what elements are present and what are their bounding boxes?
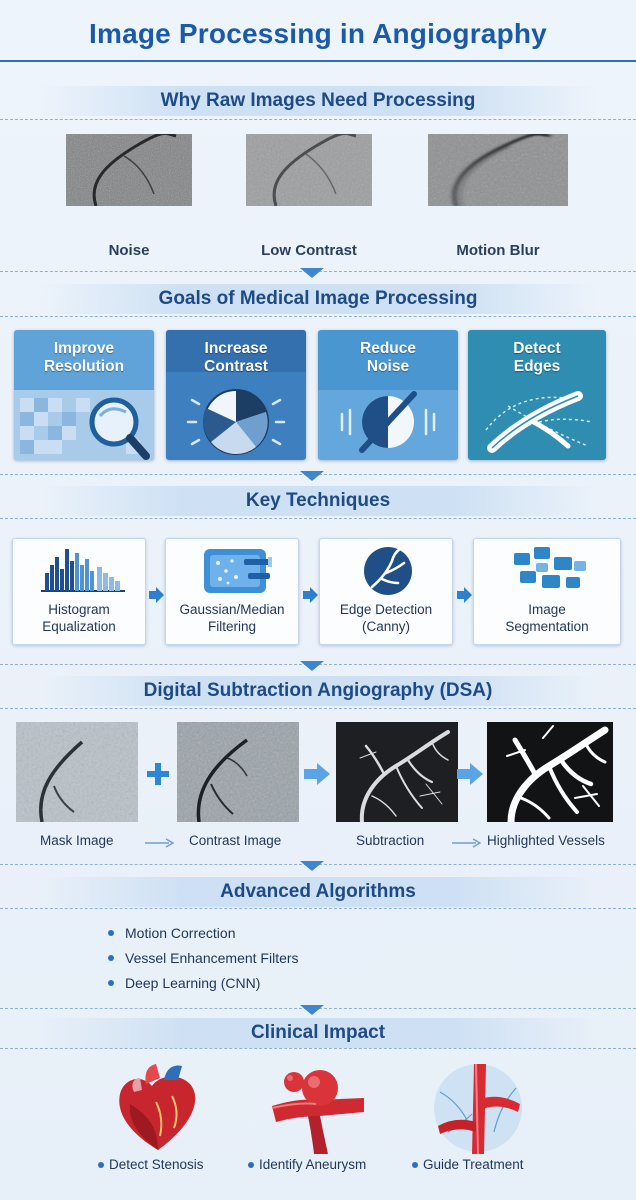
goal-label-line: Edges	[513, 358, 561, 375]
down-arrow-icon	[300, 471, 324, 481]
down-arrow-icon	[300, 661, 324, 671]
section-divider	[0, 518, 636, 519]
list-item: Vessel Enhancement Filters	[108, 949, 299, 974]
thin-right-arrow-icon	[452, 838, 481, 848]
impact-caption: Guide Treatment	[412, 1157, 524, 1172]
dsa-caption: Mask Image	[40, 833, 114, 848]
goal-label-line: Reduce	[360, 340, 416, 357]
segmentation-icon	[514, 547, 586, 588]
technique-label-line: Equalization	[42, 619, 116, 634]
section-title-techniques: Key Techniques	[245, 490, 391, 511]
section-title-raw: Why Raw Images Need Processing	[160, 90, 476, 111]
down-arrow-icon	[300, 1005, 324, 1015]
impact-caption: Detect Stenosis	[98, 1157, 204, 1172]
section-divider	[0, 908, 636, 909]
technique-label-line: Segmentation	[505, 619, 589, 634]
down-arrow-icon	[300, 268, 324, 278]
section-band	[40, 877, 596, 907]
aneurysm-icon	[271, 1070, 364, 1154]
list-item: Motion Correction	[108, 924, 299, 949]
section-divider	[0, 708, 636, 709]
dsa-caption: Highlighted Vessels	[487, 833, 605, 848]
section-title-advanced: Advanced Algorithms	[220, 881, 416, 902]
section-title-impact: Clinical Impact	[250, 1022, 386, 1043]
goal-label-line: Resolution	[43, 358, 125, 375]
section-title-dsa: Digital Subtraction Angiography (DSA)	[143, 680, 493, 701]
right-arrow-icon	[457, 763, 483, 785]
technique-label-line: Edge Detection	[339, 602, 433, 617]
heart-icon	[119, 1064, 196, 1150]
right-arrow-icon	[457, 587, 472, 603]
contrast-image	[177, 722, 299, 822]
histogram-icon	[41, 549, 125, 592]
right-arrow-icon	[149, 587, 164, 603]
artery-icon	[434, 1063, 522, 1154]
section-divider	[0, 1048, 636, 1049]
raw-caption: Low Contrast	[261, 242, 357, 259]
section-title-goals: Goals of Medical Image Processing	[158, 288, 478, 309]
right-arrow-icon	[304, 763, 330, 785]
motion-blur-image	[428, 134, 568, 206]
section-band	[40, 676, 596, 706]
vessel-edge-icon	[364, 547, 412, 595]
mask-image	[16, 722, 138, 822]
technique-label-line: Image	[528, 602, 566, 617]
impact-caption: Identify Aneurysm	[248, 1157, 366, 1172]
technique-label-line: Histogram	[48, 602, 110, 617]
title-rule	[0, 60, 636, 62]
subtraction-image	[336, 722, 458, 822]
section-divider	[0, 119, 636, 120]
pie-contrast-icon	[166, 330, 306, 455]
raw-caption: Motion Blur	[456, 242, 540, 259]
low-contrast-image	[246, 134, 372, 206]
plus-icon	[147, 763, 169, 785]
thin-right-arrow-icon	[145, 838, 174, 848]
dsa-caption: Subtraction	[356, 833, 425, 848]
section-band	[40, 284, 596, 314]
technique-label-line: Gaussian/Median	[179, 602, 285, 617]
list-item: Deep Learning (CNN)	[108, 974, 299, 999]
goal-label-line: Improve	[53, 340, 115, 357]
technique-label-line: Filtering	[207, 619, 256, 634]
raw-caption: Noise	[108, 242, 150, 259]
goal-label-line: Noise	[366, 358, 410, 375]
highlighted-vessels-image	[487, 722, 613, 822]
goal-label-line: Contrast	[204, 358, 268, 375]
technique-label-line: (Canny)	[361, 619, 410, 634]
section-band	[40, 86, 596, 116]
noise-image	[66, 134, 192, 206]
goal-label-line: Increase	[204, 340, 268, 357]
dsa-caption: Contrast Image	[189, 833, 282, 848]
noise-off-icon	[318, 390, 458, 460]
edge-icon	[485, 391, 593, 453]
right-arrow-icon	[303, 587, 318, 603]
magnifier-icon	[14, 390, 154, 460]
goal-label-line: Detect	[513, 340, 561, 357]
section-divider	[0, 316, 636, 317]
down-arrow-icon	[300, 861, 324, 871]
algorithm-list: Motion Correction Vessel Enhancement Fil…	[108, 924, 299, 999]
section-band	[40, 486, 596, 516]
section-band	[40, 1018, 596, 1048]
technique-edge-detection: Edge Detection (Canny)	[319, 538, 453, 645]
page-title: Image Processing in Angiography	[89, 18, 547, 49]
filter-icon	[204, 549, 272, 593]
